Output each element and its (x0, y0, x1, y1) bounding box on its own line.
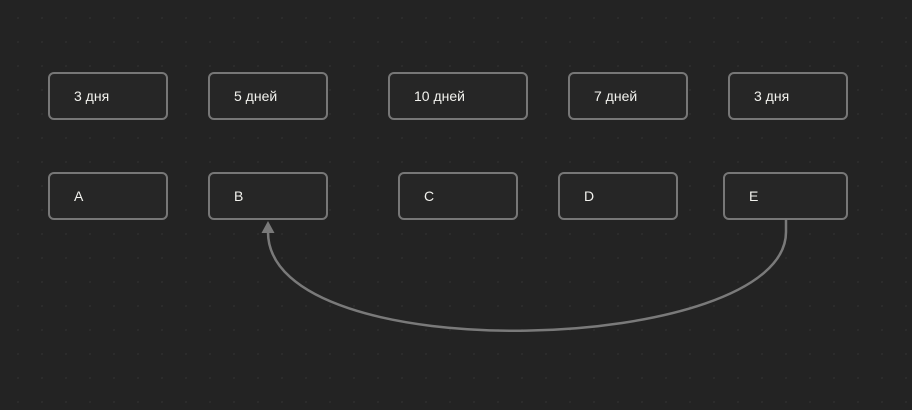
duration-node-5[interactable]: 3 дня (728, 72, 848, 120)
task-label: A (74, 188, 84, 204)
connector-e-to-b[interactable] (266, 218, 788, 332)
task-label: C (424, 188, 435, 204)
duration-node-3[interactable]: 10 дней (388, 72, 528, 120)
task-node-b[interactable]: B (208, 172, 328, 220)
duration-label: 7 дней (594, 88, 638, 104)
task-node-c[interactable]: C (398, 172, 518, 220)
duration-label: 10 дней (414, 88, 465, 104)
task-node-a[interactable]: A (48, 172, 168, 220)
duration-label: 3 дня (74, 88, 110, 104)
task-label: D (584, 188, 595, 204)
duration-label: 3 дня (754, 88, 790, 104)
duration-node-1[interactable]: 3 дня (48, 72, 168, 120)
duration-node-4[interactable]: 7 дней (568, 72, 688, 120)
duration-node-2[interactable]: 5 дней (208, 72, 328, 120)
duration-label: 5 дней (234, 88, 278, 104)
connector-arrowhead-icon (261, 221, 275, 233)
task-label: B (234, 188, 244, 204)
task-label: E (749, 188, 759, 204)
task-node-e[interactable]: E (723, 172, 848, 220)
task-node-d[interactable]: D (558, 172, 678, 220)
